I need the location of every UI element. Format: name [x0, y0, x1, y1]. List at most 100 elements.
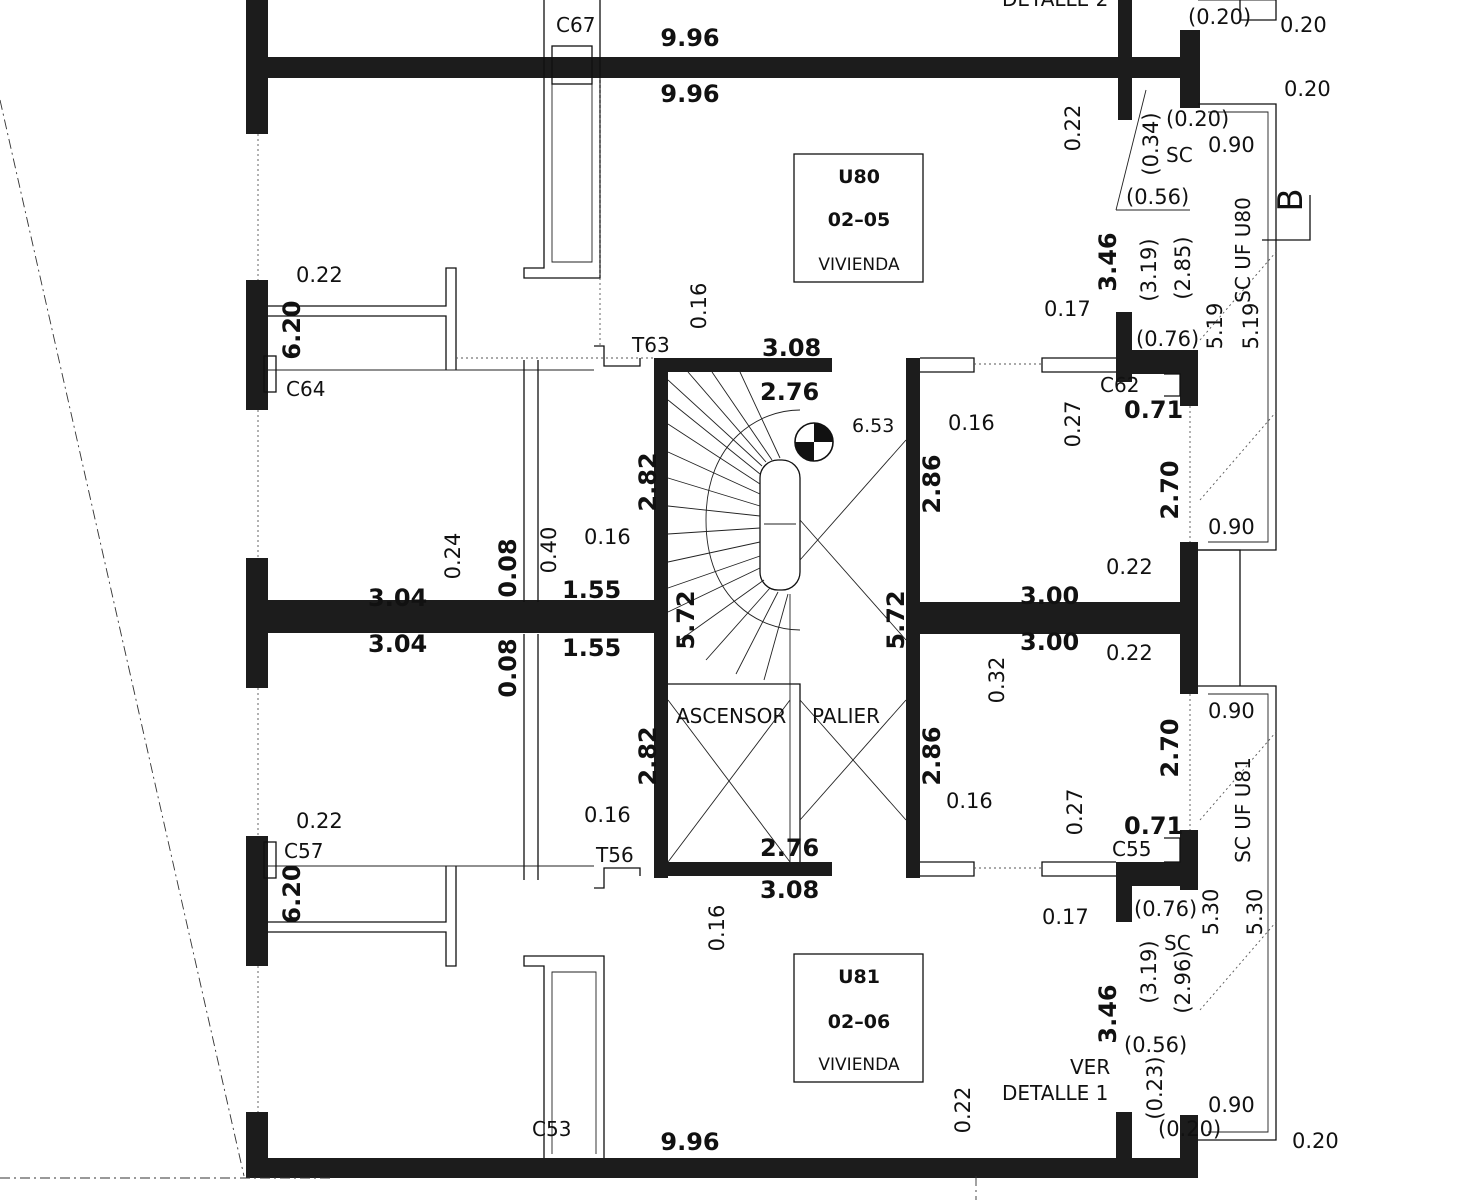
- unit-u80-box: [793, 153, 924, 283]
- dim-017-top: 0.17: [1044, 297, 1091, 321]
- dim-020-bottom-paren: (0.20): [1158, 1117, 1221, 1141]
- door-jamb-lower-right-a: [920, 861, 975, 877]
- dim-076-top: (0.76): [1136, 327, 1199, 351]
- unit-u81: U81 02–06 VIVIENDA: [793, 953, 924, 1083]
- balcony-u81-inner: [1208, 693, 1269, 1133]
- dim-3-00-a: 3.00: [1020, 582, 1079, 610]
- wall-c62-column: [1180, 350, 1198, 406]
- dim-5-72-a: 5.72: [672, 590, 700, 649]
- note-sc-bottom: SC: [1164, 931, 1191, 955]
- dim-016-left-b: 0.16: [584, 803, 631, 827]
- stair-well: [759, 459, 801, 591]
- dim-020-tr3: 0.20: [1284, 77, 1331, 101]
- dim-3-08-bottom: 3.08: [760, 876, 819, 904]
- dim-090-a: 0.90: [1208, 133, 1255, 157]
- wall-core-bottom: [654, 862, 832, 876]
- column-c57-box: [263, 841, 277, 879]
- dim-034: (0.34): [1139, 112, 1163, 175]
- dim-3-46-bottom: 3.46: [1094, 984, 1122, 1043]
- label-c55: C55: [1112, 837, 1151, 861]
- level-marker-q3: [795, 442, 814, 461]
- label-c64: C64: [286, 377, 325, 401]
- note-sc-uf-u80: SC UF U80: [1231, 197, 1255, 303]
- label-t56: T56: [595, 843, 634, 867]
- unit-u81-number: 02–06: [828, 1011, 890, 1033]
- note-sc-uf-u81: SC UF U81: [1231, 757, 1255, 863]
- sc-diagonal-top: [1115, 89, 1147, 211]
- label-c53: C53: [532, 1117, 571, 1141]
- section-leader: [1262, 195, 1311, 241]
- dim-530-b: 5.30: [1243, 889, 1267, 936]
- elevator-edge: [668, 683, 801, 862]
- labels: C67 C64 C62 C57 C55 C53 T63 T56 ASCENSOR…: [284, 0, 1311, 1141]
- dim-027-bottom: 0.27: [1063, 789, 1087, 836]
- dim-022-right-a: 0.22: [1106, 555, 1153, 579]
- dim-017-bottom: 0.17: [1042, 905, 1089, 929]
- dim-022-left-top: 0.22: [296, 263, 343, 287]
- dim-319-bottom: (3.19): [1137, 940, 1161, 1003]
- dim-519-a: 5.19: [1203, 303, 1227, 350]
- dim-319-top: (3.19): [1137, 238, 1161, 301]
- dim-285: (2.85): [1171, 236, 1195, 299]
- dim-090-c: 0.90: [1208, 699, 1255, 723]
- dim-2-70-top: 2.70: [1156, 460, 1184, 519]
- dim-1-55-b: 1.55: [562, 634, 621, 662]
- closet-lower-inner: [551, 971, 597, 1154]
- partitions: [0, 0, 1311, 1200]
- dim-040: 0.40: [537, 527, 561, 574]
- label-c62: C62: [1100, 373, 1139, 397]
- note-detail-2: DETALLE 2: [1002, 0, 1108, 11]
- stair-treads: [667, 371, 789, 681]
- hatch-4: [1199, 921, 1277, 1011]
- hatch-2: [1199, 411, 1277, 501]
- dim-022-right-b: 0.22: [1106, 641, 1153, 665]
- dim-530-a: 5.30: [1199, 889, 1223, 936]
- unit-u80-use: VIVIENDA: [818, 255, 900, 275]
- wall-bottom-right-pier: [1116, 1112, 1132, 1162]
- dim-076-bottom: (0.76): [1134, 897, 1197, 921]
- dim-022-left-bottom: 0.22: [296, 809, 343, 833]
- level-marker-q1: [814, 423, 833, 442]
- unit-u81-box: [793, 953, 924, 1083]
- dim-2-86-top: 2.86: [918, 454, 946, 513]
- label-c57: C57: [284, 839, 323, 863]
- unit-u81-use: VIVIENDA: [818, 1055, 900, 1075]
- wall-c62-pier: [1116, 312, 1132, 382]
- wall-party-right: [908, 602, 1198, 634]
- wall-left-c64: [246, 280, 268, 410]
- wall-right-mid: [1180, 542, 1198, 694]
- balcony-top-corner: [1239, 0, 1277, 21]
- dim-2-76-bottom: 2.76: [760, 834, 819, 862]
- dim-3-08-top: 3.08: [762, 334, 821, 362]
- dim-027-top: 0.27: [1061, 401, 1085, 448]
- dim-056-b: (0.56): [1124, 1033, 1187, 1057]
- wall-bottom-main: [246, 1158, 1198, 1178]
- lot-boundary: [0, 99, 245, 1177]
- dim-9-96-top-a: 9.96: [660, 24, 719, 52]
- unit-u80-number: 02–05: [828, 209, 890, 231]
- closet-upper: [523, 0, 601, 279]
- dimensions: 9.96 9.96 9.96 (0.20) 0.20 0.20 (0.20) 0…: [278, 5, 1339, 1156]
- dim-090-b: 0.90: [1208, 515, 1255, 539]
- column-t63-box: [594, 345, 641, 367]
- balcony-u81: [1198, 685, 1277, 1141]
- landing-x2: [799, 439, 907, 561]
- dim-519-b: 5.19: [1239, 303, 1263, 350]
- dim-023: (0.23): [1143, 1056, 1167, 1119]
- dim-9-96-bottom: 9.96: [660, 1128, 719, 1156]
- dim-020-tr2: 0.20: [1280, 13, 1327, 37]
- section-mark-b: B: [1271, 188, 1311, 211]
- dim-2-82-top: 2.82: [634, 452, 662, 511]
- dim-3-00-b: 3.00: [1020, 628, 1079, 656]
- dim-071-bottom: 0.71: [1124, 812, 1183, 840]
- wall-top-main: [246, 57, 1200, 78]
- dim-6-20-top: 6.20: [278, 300, 306, 359]
- dim-1-55-a: 1.55: [562, 576, 621, 604]
- dim-016-right-top: 0.16: [948, 411, 995, 435]
- dim-9-96-top-b: 9.96: [660, 80, 719, 108]
- dim-090-d: 0.90: [1208, 1093, 1255, 1117]
- wall-top-right-column: [1180, 30, 1200, 108]
- stair-core: [667, 371, 907, 863]
- dim-296: (2.96): [1171, 950, 1195, 1013]
